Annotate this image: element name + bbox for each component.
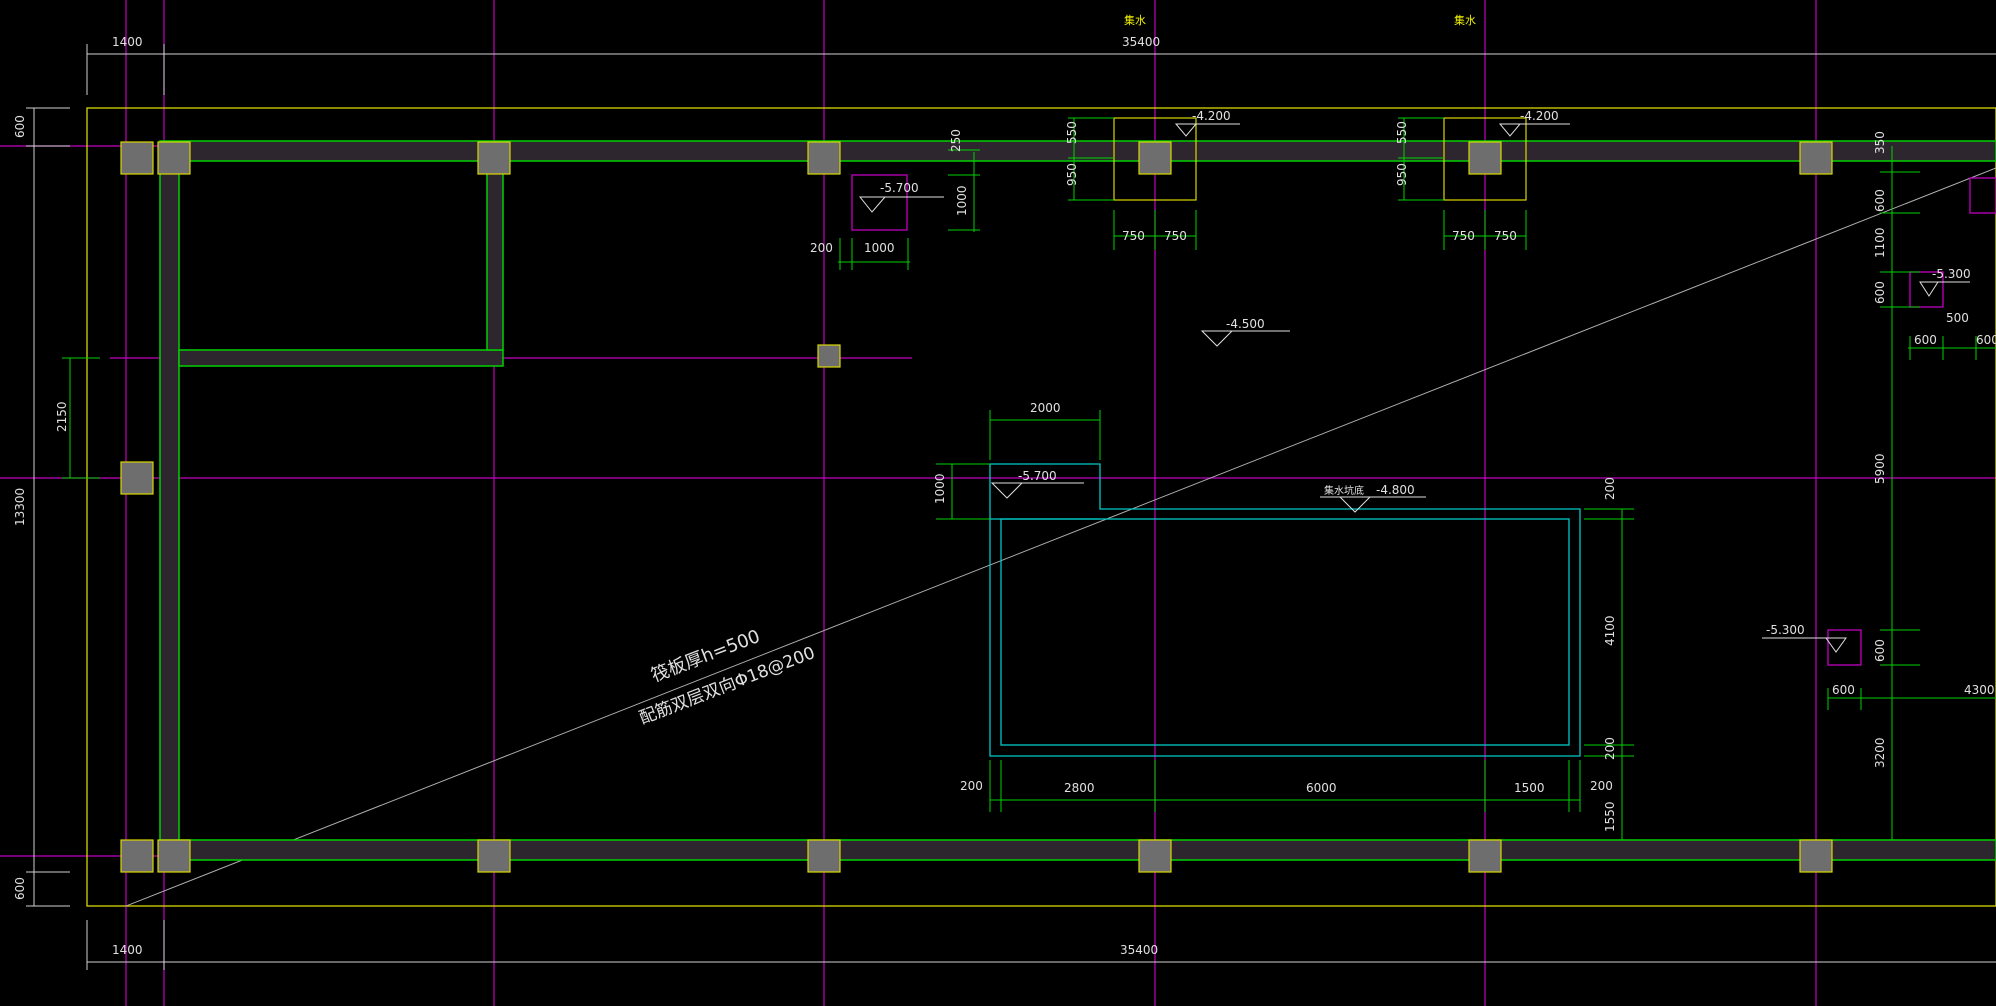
dim-r-600h3: 600 xyxy=(1832,683,1855,697)
dim-sump1-top: 250 xyxy=(949,129,963,152)
dim-pit-small-w: 2000 xyxy=(1030,401,1061,415)
dim-left-2150: 2150 xyxy=(55,401,69,432)
dim-pc1-w1: 750 xyxy=(1122,229,1145,243)
dim-pc2-w2: 750 xyxy=(1494,229,1517,243)
column xyxy=(1138,839,1172,873)
column xyxy=(120,141,154,175)
dim-pit-w2: 6000 xyxy=(1306,781,1337,795)
dim-r-500: 500 xyxy=(1946,311,1969,325)
dim-r-1100: 1100 xyxy=(1873,227,1887,258)
elev-3: -4.200 xyxy=(1520,109,1559,123)
dim-pit-w1: 2800 xyxy=(1064,781,1095,795)
column xyxy=(817,344,841,368)
dim-top-total: 35400 xyxy=(1122,35,1160,49)
dim-left-total: 13300 xyxy=(13,488,27,526)
dim-r-600h1: 600 xyxy=(1914,333,1937,347)
dim-r-600h2: 600 xyxy=(1976,333,1996,347)
sump xyxy=(1969,177,1996,214)
dim-pc2-950: 950 xyxy=(1395,163,1409,186)
column xyxy=(120,461,154,495)
column xyxy=(1468,839,1502,873)
dim-pit-r: 200 xyxy=(1590,779,1613,793)
sump xyxy=(1909,271,1944,308)
elev-7: -5.300 xyxy=(1932,267,1971,281)
column xyxy=(1138,141,1172,175)
sumps xyxy=(851,174,1996,666)
elev-1: -5.700 xyxy=(880,181,919,195)
dim-top-left: 1400 xyxy=(112,35,143,49)
pile-cap xyxy=(1113,117,1197,201)
note-leader-line xyxy=(125,167,1996,907)
elev-6: -4.800 xyxy=(1376,483,1415,497)
dim-sump1-w: 1000 xyxy=(864,241,895,255)
column xyxy=(477,141,511,175)
elevation-markers xyxy=(858,123,1970,653)
dim-bottom-left: 1400 xyxy=(112,943,143,957)
elev-8: -5.300 xyxy=(1766,623,1805,637)
column xyxy=(157,141,191,175)
pile-caps xyxy=(1113,117,1527,201)
dim-pc2-w1: 750 xyxy=(1452,229,1475,243)
column xyxy=(1468,141,1502,175)
pile-cap xyxy=(1443,117,1527,201)
dim-pit-small-h: 1000 xyxy=(933,473,947,504)
sump xyxy=(851,174,908,231)
column xyxy=(157,839,191,873)
top-label-1: 集水 xyxy=(1124,13,1146,27)
dim-left-top: 600 xyxy=(13,115,27,138)
dim-pit-w3: 1500 xyxy=(1514,781,1545,795)
column xyxy=(1799,839,1833,873)
dim-r-600b: 600 xyxy=(1873,281,1887,304)
dim-sump1-h: 1000 xyxy=(955,185,969,216)
walls xyxy=(159,140,1996,861)
top-label-2: 集水 xyxy=(1454,13,1476,27)
dim-r-5900: 5900 xyxy=(1873,453,1887,484)
dim-pc2-550: 550 xyxy=(1395,121,1409,144)
dim-r-600c: 600 xyxy=(1873,639,1887,662)
dim-bottom-total: 35400 xyxy=(1120,943,1158,957)
dim-pit-v-bot: 200 xyxy=(1603,737,1617,760)
dim-r-350: 350 xyxy=(1873,131,1887,154)
raft-boundary xyxy=(86,107,1996,907)
water-pit xyxy=(989,463,1581,757)
columns xyxy=(120,141,1833,873)
column xyxy=(477,839,511,873)
dim-sump1-off: 200 xyxy=(810,241,833,255)
dim-pit-l: 200 xyxy=(960,779,983,793)
column xyxy=(807,839,841,873)
elev-2: -4.200 xyxy=(1192,109,1231,123)
column xyxy=(1799,141,1833,175)
sump xyxy=(1827,629,1862,666)
column xyxy=(807,141,841,175)
dim-pit-v-top: 200 xyxy=(1603,477,1617,500)
elev-4: -4.500 xyxy=(1226,317,1265,331)
dim-pit-v-1550: 1550 xyxy=(1603,801,1617,832)
elev-5: -5.700 xyxy=(1018,469,1057,483)
dim-pc1-w2: 750 xyxy=(1164,229,1187,243)
column xyxy=(120,839,154,873)
elev-6-prefix: 集水坑底 xyxy=(1324,484,1364,497)
dim-pc1-550: 550 xyxy=(1065,121,1079,144)
dimension-lines xyxy=(26,44,1996,970)
dim-r-4300: 4300 xyxy=(1964,683,1995,697)
dim-pc1-950: 950 xyxy=(1065,163,1079,186)
dim-r-3200: 3200 xyxy=(1873,737,1887,768)
dim-pit-v-mid: 4100 xyxy=(1603,615,1617,646)
dim-left-bottom: 600 xyxy=(13,877,27,900)
dim-r-600a: 600 xyxy=(1873,189,1887,212)
